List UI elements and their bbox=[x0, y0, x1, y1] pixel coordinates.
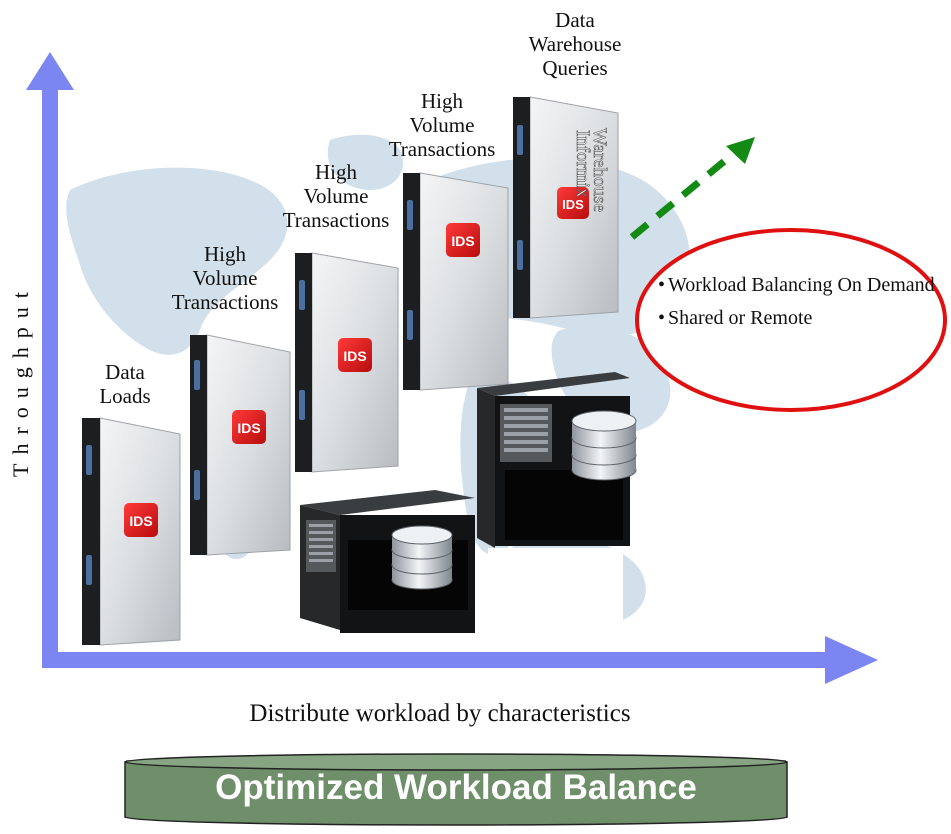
stage-label-transactions-2: High Volume Transactions bbox=[282, 160, 390, 232]
banner-shape bbox=[124, 753, 788, 826]
stage-label-transactions-3: High Volume Transactions bbox=[388, 89, 496, 161]
ids-badge-text: IDS bbox=[343, 348, 366, 364]
stage-label-data-loads: Data Loads bbox=[99, 360, 151, 408]
ids-badge-icon: IDS bbox=[338, 338, 372, 372]
ids-badge-text: IDS bbox=[129, 513, 152, 529]
stage-label-transactions-1: High Volume Transactions bbox=[171, 242, 279, 314]
blade-server-transactions-1: IDS bbox=[190, 334, 291, 556]
banner-title: Optimized Workload Balance bbox=[215, 768, 697, 807]
blade-server-data-loads: IDS bbox=[82, 417, 181, 646]
blade-server-transactions-3: IDS bbox=[403, 172, 509, 391]
storage-server-back-icon bbox=[477, 372, 637, 548]
callout-item: Workload Balancing On Demand bbox=[658, 273, 938, 297]
ids-badge-icon: IDS bbox=[232, 410, 266, 444]
y-axis-label: Throughput bbox=[8, 283, 33, 477]
callout-item: Shared or Remote bbox=[658, 306, 938, 330]
ids-badge-text: IDS bbox=[562, 197, 584, 212]
workload-axis-arrow bbox=[42, 636, 878, 684]
ids-badge-text: IDS bbox=[451, 233, 474, 249]
ids-badge-text: IDS bbox=[237, 420, 260, 436]
ids-badge-icon: IDS bbox=[557, 187, 589, 219]
map-cutout bbox=[488, 548, 623, 630]
stage-label-warehouse-queries: Data Warehouse Queries bbox=[528, 8, 622, 80]
blade-server-warehouse: IDS Informix Warehouse bbox=[513, 96, 619, 319]
growth-trend-arrow bbox=[629, 137, 755, 240]
callout-list: Workload Balancing On Demand Shared or R… bbox=[658, 273, 938, 339]
throughput-axis-arrow bbox=[26, 52, 74, 668]
ids-badge-icon: IDS bbox=[446, 223, 480, 257]
x-axis-label: Distribute workload by characteristics bbox=[249, 700, 631, 727]
warehouse-blade-text-2: Warehouse bbox=[589, 128, 610, 212]
storage-server-front-icon bbox=[300, 490, 475, 633]
ids-badge-icon: IDS bbox=[124, 503, 158, 537]
blade-server-transactions-2: IDS bbox=[295, 252, 399, 473]
warehouse-blade-text-1: Informix bbox=[572, 130, 593, 198]
